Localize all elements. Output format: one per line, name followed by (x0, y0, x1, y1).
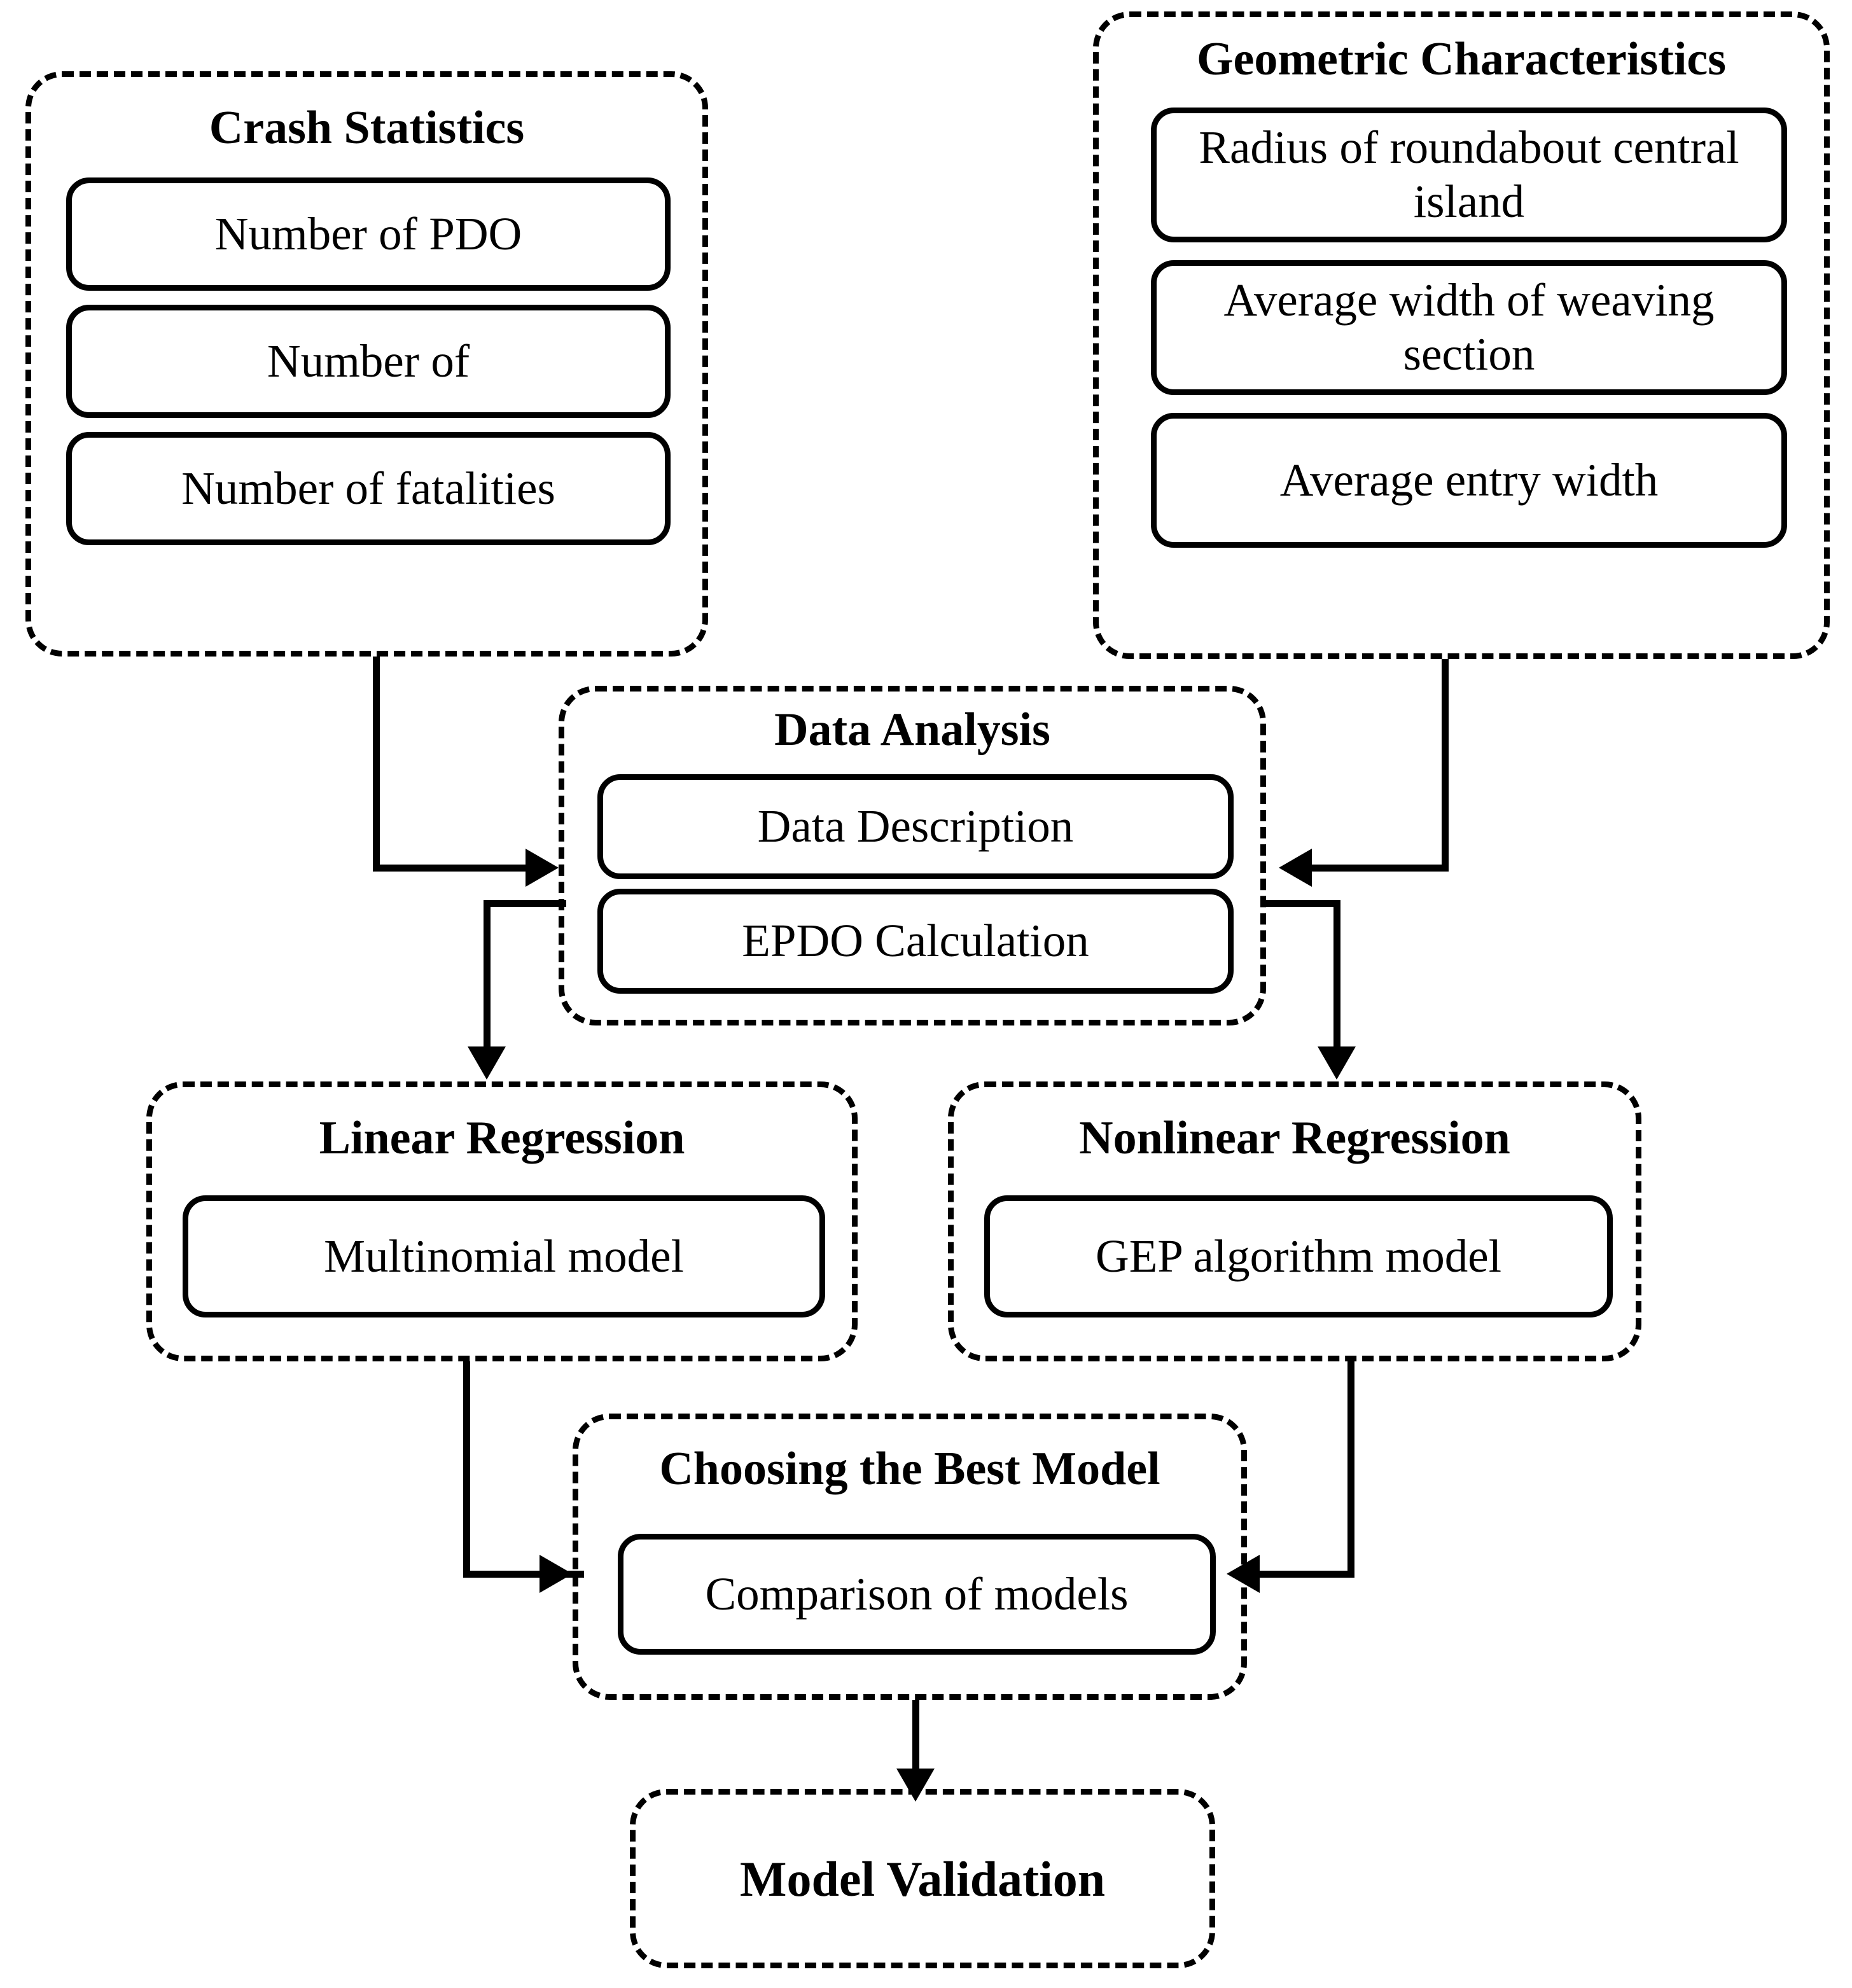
connector-crash-to-analysis-vertical (373, 657, 380, 872)
group-crash-statistics[interactable]: Crash Statistics Number of PDO Number of… (25, 71, 708, 657)
node-number-of[interactable]: Number of (66, 305, 671, 418)
group-title-crash-statistics: Crash Statistics (209, 102, 525, 154)
connector-linear-to-choosing-horizontal (463, 1571, 584, 1578)
group-model-validation[interactable]: Model Validation (630, 1789, 1215, 1968)
connector-linear-to-choosing-vertical (463, 1361, 470, 1578)
node-average-width-of-weaving-section[interactable]: Average width of weaving section (1151, 260, 1787, 395)
arrowhead-crash-to-analysis (526, 849, 559, 887)
connector-analysis-to-linear-vertical (484, 900, 491, 1048)
group-choosing-the-best-model[interactable]: Choosing the Best Model Comparison of mo… (573, 1414, 1247, 1700)
node-average-entry-width[interactable]: Average entry width (1151, 413, 1787, 548)
group-geometric-characteristics[interactable]: Geometric Characteristics Radius of roun… (1093, 11, 1830, 659)
group-title-nonlinear-regression: Nonlinear Regression (1079, 1112, 1510, 1164)
node-multinomial-model[interactable]: Multinomial model (183, 1195, 825, 1317)
arrowhead-choosing-to-validation (896, 1769, 935, 1802)
node-data-description[interactable]: Data Description (597, 774, 1234, 879)
arrowhead-nonlinear-to-choosing (1227, 1555, 1260, 1593)
connector-analysis-to-nonlinear-vertical (1333, 900, 1340, 1048)
arrowhead-analysis-to-nonlinear (1318, 1046, 1356, 1080)
group-title-data-analysis: Data Analysis (774, 704, 1050, 756)
connector-nonlinear-to-choosing-horizontal (1258, 1571, 1354, 1578)
arrowhead-geometry-to-analysis (1279, 849, 1312, 887)
node-radius-of-roundabout-central-island[interactable]: Radius of roundabout central island (1151, 108, 1787, 242)
connector-geometry-to-analysis-horizontal (1311, 865, 1449, 872)
arrowhead-analysis-to-linear (468, 1046, 506, 1080)
node-gep-algorithm-model[interactable]: GEP algorithm model (984, 1195, 1613, 1317)
node-number-of-pdo[interactable]: Number of PDO (66, 177, 671, 291)
connector-analysis-to-nonlinear-horizontal (1263, 900, 1340, 907)
connector-geometry-to-analysis-vertical (1442, 659, 1449, 872)
connector-analysis-to-linear-horizontal (484, 900, 566, 907)
connector-choosing-to-validation-vertical (912, 1700, 919, 1777)
group-title-choosing-the-best-model: Choosing the Best Model (659, 1443, 1160, 1495)
group-title-linear-regression: Linear Regression (319, 1112, 685, 1164)
node-comparison-of-models[interactable]: Comparison of models (618, 1534, 1216, 1655)
group-title-model-validation: Model Validation (739, 1851, 1106, 1907)
connector-crash-to-analysis-horizontal (373, 865, 540, 872)
arrowhead-linear-to-choosing (540, 1555, 573, 1593)
group-nonlinear-regression[interactable]: Nonlinear Regression GEP algorithm model (948, 1081, 1641, 1361)
group-data-analysis[interactable]: Data Analysis Data Description EPDO Calc… (559, 686, 1266, 1025)
group-title-geometric-characteristics: Geometric Characteristics (1196, 33, 1727, 85)
node-epdo-calculation[interactable]: EPDO Calculation (597, 889, 1234, 994)
connector-nonlinear-to-choosing-vertical (1347, 1361, 1354, 1578)
group-linear-regression[interactable]: Linear Regression Multinomial model (146, 1081, 858, 1361)
node-number-of-fatalities[interactable]: Number of fatalities (66, 432, 671, 545)
